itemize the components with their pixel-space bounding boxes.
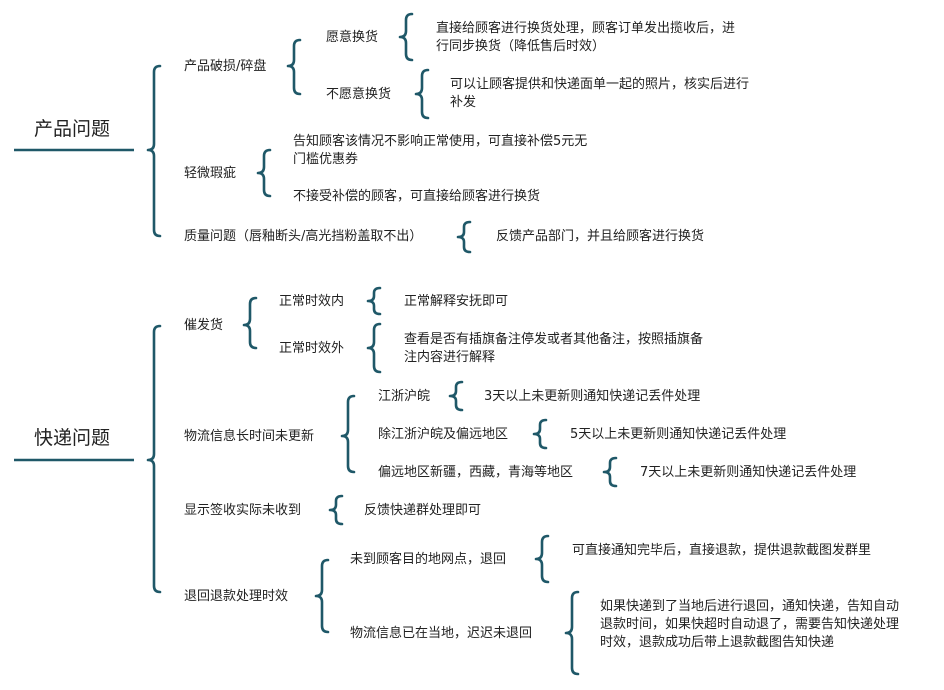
remote-label: 偏远地区新疆，西藏，青海等地区 [378,465,574,480]
over-text: 查看是否有插旗备注停发或者其他备注，按照插旗备注内容进行解释 [404,332,704,365]
signed-text: 反馈快递群处理即可 [364,503,482,518]
product-bracket [146,64,162,238]
other-label: 除江浙沪皖及偏远地区 [378,427,509,442]
minor-text-2: 不接受补偿的顾客，可直接给顾客进行换货 [293,189,541,204]
not-arrived-label: 未到顾客目的地网点，退回 [350,552,507,567]
unwilling-text: 可以让顾客提供和快递面单一起的照片，核实后进行补发 [450,77,750,110]
logistics-label: 物流信息长时间未更新 [184,429,315,444]
arrived-label: 物流信息已在当地，迟迟未退回 [350,626,533,641]
urge-label: 催发货 [184,318,224,333]
jzh-bracket [448,380,464,412]
damage-label: 产品破损/碎盘 [184,59,267,74]
arrived-text: 如果快递到了当地后进行退回，通知快递，告知自动退款时间，如果快超时自动退了，需要… [600,599,900,650]
unwilling-label: 不愿意换货 [326,87,392,102]
minor-bracket [256,148,272,198]
over-label: 正常时效外 [279,341,345,356]
express-section-title: 快递问题 [34,427,111,449]
willing-bracket [398,12,414,62]
other-text: 5天以上未更新则通知快递记丢件处理 [570,427,787,442]
remote-bracket [602,456,618,488]
logistics-bracket [340,394,356,474]
quality-label: 质量问题（唇釉断头/高光挡粉盖取不出） [184,229,423,244]
express-bracket [146,324,162,594]
return-label: 退回退款处理时效 [184,589,289,604]
minor-label: 轻微瑕疵 [184,166,237,181]
not-arrived-text: 可直接通知完毕后，直接退款，提供退款截图发群里 [572,543,872,558]
remote-text: 7天以上未更新则通知快递记丢件处理 [640,465,857,480]
signed-bracket [328,494,344,526]
over-bracket [366,322,382,374]
quality-text: 反馈产品部门，并且给顾客进行换货 [496,229,705,244]
jzh-label: 江浙沪皖 [378,389,431,404]
signed-label: 显示签收实际未收到 [184,503,302,518]
unwilling-bracket [414,68,430,120]
willing-text: 直接给顾客进行换货处理，顾客订单发出揽收后，进行同步换货（降低售后时效） [436,21,736,54]
normal-text: 正常解释安抚即可 [404,294,509,309]
normal-bracket [366,286,382,316]
quality-bracket [456,220,472,254]
other-bracket [532,418,548,450]
willing-label: 愿意换货 [326,30,379,45]
return-bracket [314,558,330,634]
damage-bracket [286,38,302,96]
arrived-bracket [564,590,580,676]
jzh-text: 3天以上未更新则通知快递记丢件处理 [484,389,701,404]
product-section-title: 产品问题 [34,118,111,140]
normal-label: 正常时效内 [279,294,345,309]
not-arrived-bracket [534,534,550,584]
urge-bracket [242,296,258,350]
minor-text-1: 告知顾客该情况不影响正常使用，可直接补偿5元无门槛优惠券 [293,134,588,167]
